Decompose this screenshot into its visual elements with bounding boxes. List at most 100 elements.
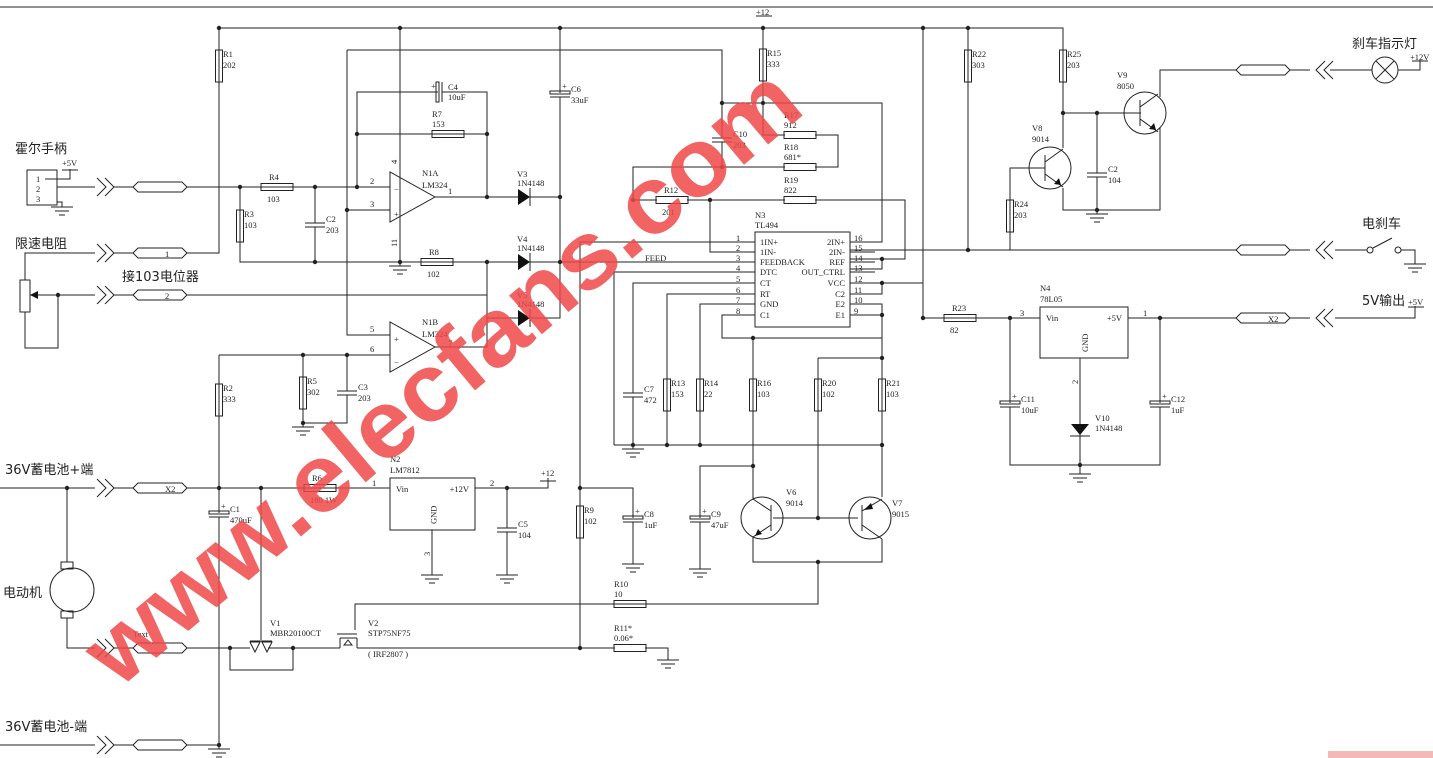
transistor-collector (1139, 93, 1159, 108)
chevron (104, 638, 115, 658)
wire (752, 537, 883, 563)
capacitor-c9-ref: C9 (711, 509, 721, 519)
label-hall-handle: 霍尔手柄 (15, 142, 67, 157)
regulator-n2-vin: Vin (396, 484, 409, 494)
wire (580, 487, 634, 560)
transistor-v8-ref: V8 (1032, 123, 1042, 133)
capacitor-c10-value: 203 (733, 140, 746, 150)
diode-v3 (518, 188, 531, 206)
capacitor-c1: + (208, 501, 230, 518)
junction-dot (55, 292, 61, 298)
ground-icon (622, 560, 644, 573)
regulator-n2 (389, 477, 476, 531)
connector-shell (132, 642, 188, 654)
junction-dot (879, 442, 885, 448)
diode-body (518, 310, 530, 326)
resistor-r9-value: 102 (584, 516, 597, 526)
junction-dot (64, 485, 70, 491)
junction-dot (1077, 462, 1083, 468)
wire (356, 91, 488, 197)
wire (632, 282, 755, 445)
chevron (104, 285, 115, 305)
junction-dot (258, 485, 264, 491)
capacitor-c9-value: 47uF (711, 520, 729, 530)
label-battery-pos: 36V蓄电池+端 (5, 463, 93, 478)
junction-dot (719, 164, 725, 170)
diode-v1-ref: V1 (270, 618, 280, 628)
capacitor-c7-value: 472 (644, 395, 657, 405)
plus-sign: + (1162, 391, 1167, 401)
wire (66, 618, 95, 649)
diode-v3-ref: V3 (517, 169, 527, 179)
transistor-emitter (1139, 118, 1159, 133)
capacitor-c8-value: 1uF (644, 520, 658, 530)
opamp-polarity: + (394, 334, 399, 344)
resistor-r14 (696, 378, 704, 412)
regulator-n4-vout: +5V (1107, 313, 1123, 323)
resistor-r13-value: 153 (671, 389, 684, 399)
capacitor-c9: + (689, 506, 711, 523)
wire (1159, 69, 1225, 97)
tl494-pin-name: C1 (760, 310, 770, 320)
transistor-v7 (848, 496, 892, 540)
opamp-n1b (389, 321, 437, 373)
lamp-cross (1375, 60, 1395, 80)
chevron (96, 285, 107, 305)
label-battery-neg: 36V蓄电池-端 (5, 720, 87, 735)
tl494-pin-name: CT (760, 278, 772, 288)
capacitor-c10 (711, 137, 733, 143)
wire (1398, 60, 1421, 71)
junction-dot (504, 485, 510, 491)
label-speed-limit: 限速电阻 (15, 237, 67, 252)
pin-number: 6 (370, 344, 374, 354)
pin-number: 7 (448, 338, 452, 348)
pin-number: 3 (422, 552, 432, 556)
connector-electric_brake (1235, 244, 1291, 256)
junction-dot (1060, 110, 1066, 116)
junction-dot (630, 442, 636, 448)
chevron (104, 478, 115, 498)
connector-shell (1235, 312, 1291, 324)
transistor-body (1028, 146, 1072, 190)
resistor-r6 (303, 484, 337, 492)
junction-dot (577, 645, 583, 651)
capacitor-c2-ref: C2 (326, 214, 336, 224)
connector-pot (132, 289, 188, 301)
transistor-collector (861, 524, 883, 540)
resistor-r11-value: 0.06* (614, 633, 633, 643)
resistor-r16 (749, 378, 757, 412)
diode-v1 (249, 640, 273, 654)
chevron (104, 243, 115, 263)
transistor-collector (1044, 148, 1064, 163)
tl494-pin-number: 14 (854, 253, 863, 263)
resistor-r5-ref: R5 (307, 376, 317, 386)
gap (711, 138, 733, 142)
capacitor-c4: + (431, 81, 443, 103)
transistor-arrow (864, 503, 873, 510)
opamp-polarity: − (394, 184, 399, 194)
resistor-r9 (576, 505, 584, 539)
resistor-r14-ref: R14 (704, 378, 719, 388)
capacitor-c6-value: 33uF (571, 95, 589, 105)
gap (999, 403, 1021, 407)
capacitor-c4-value: 10uF (448, 92, 466, 102)
resistor-r22-value: 303 (972, 60, 985, 70)
wire (1401, 249, 1416, 260)
transistor-arrow (1054, 178, 1061, 185)
brake-lamp-icon (1371, 56, 1399, 84)
plate (689, 515, 711, 520)
capacitor-c4-ref: C4 (448, 82, 459, 92)
gap (1149, 403, 1171, 407)
junction-dot (300, 420, 306, 426)
resistor-r3-value: 103 (244, 220, 257, 230)
opamp-n1b-value: LM324 (422, 329, 448, 339)
resistor-r19-value: 822 (784, 185, 797, 195)
chevron (1323, 240, 1334, 260)
connector-shell (132, 482, 188, 494)
resistor-r2-value: 333 (223, 394, 236, 404)
resistor-r24-value: 203 (1014, 210, 1027, 220)
regulator-n2-ref: N2 (390, 454, 400, 464)
motor-brush (60, 561, 74, 570)
ic-n3-value: TL494 (755, 220, 779, 230)
resistor-r25 (1059, 49, 1067, 83)
